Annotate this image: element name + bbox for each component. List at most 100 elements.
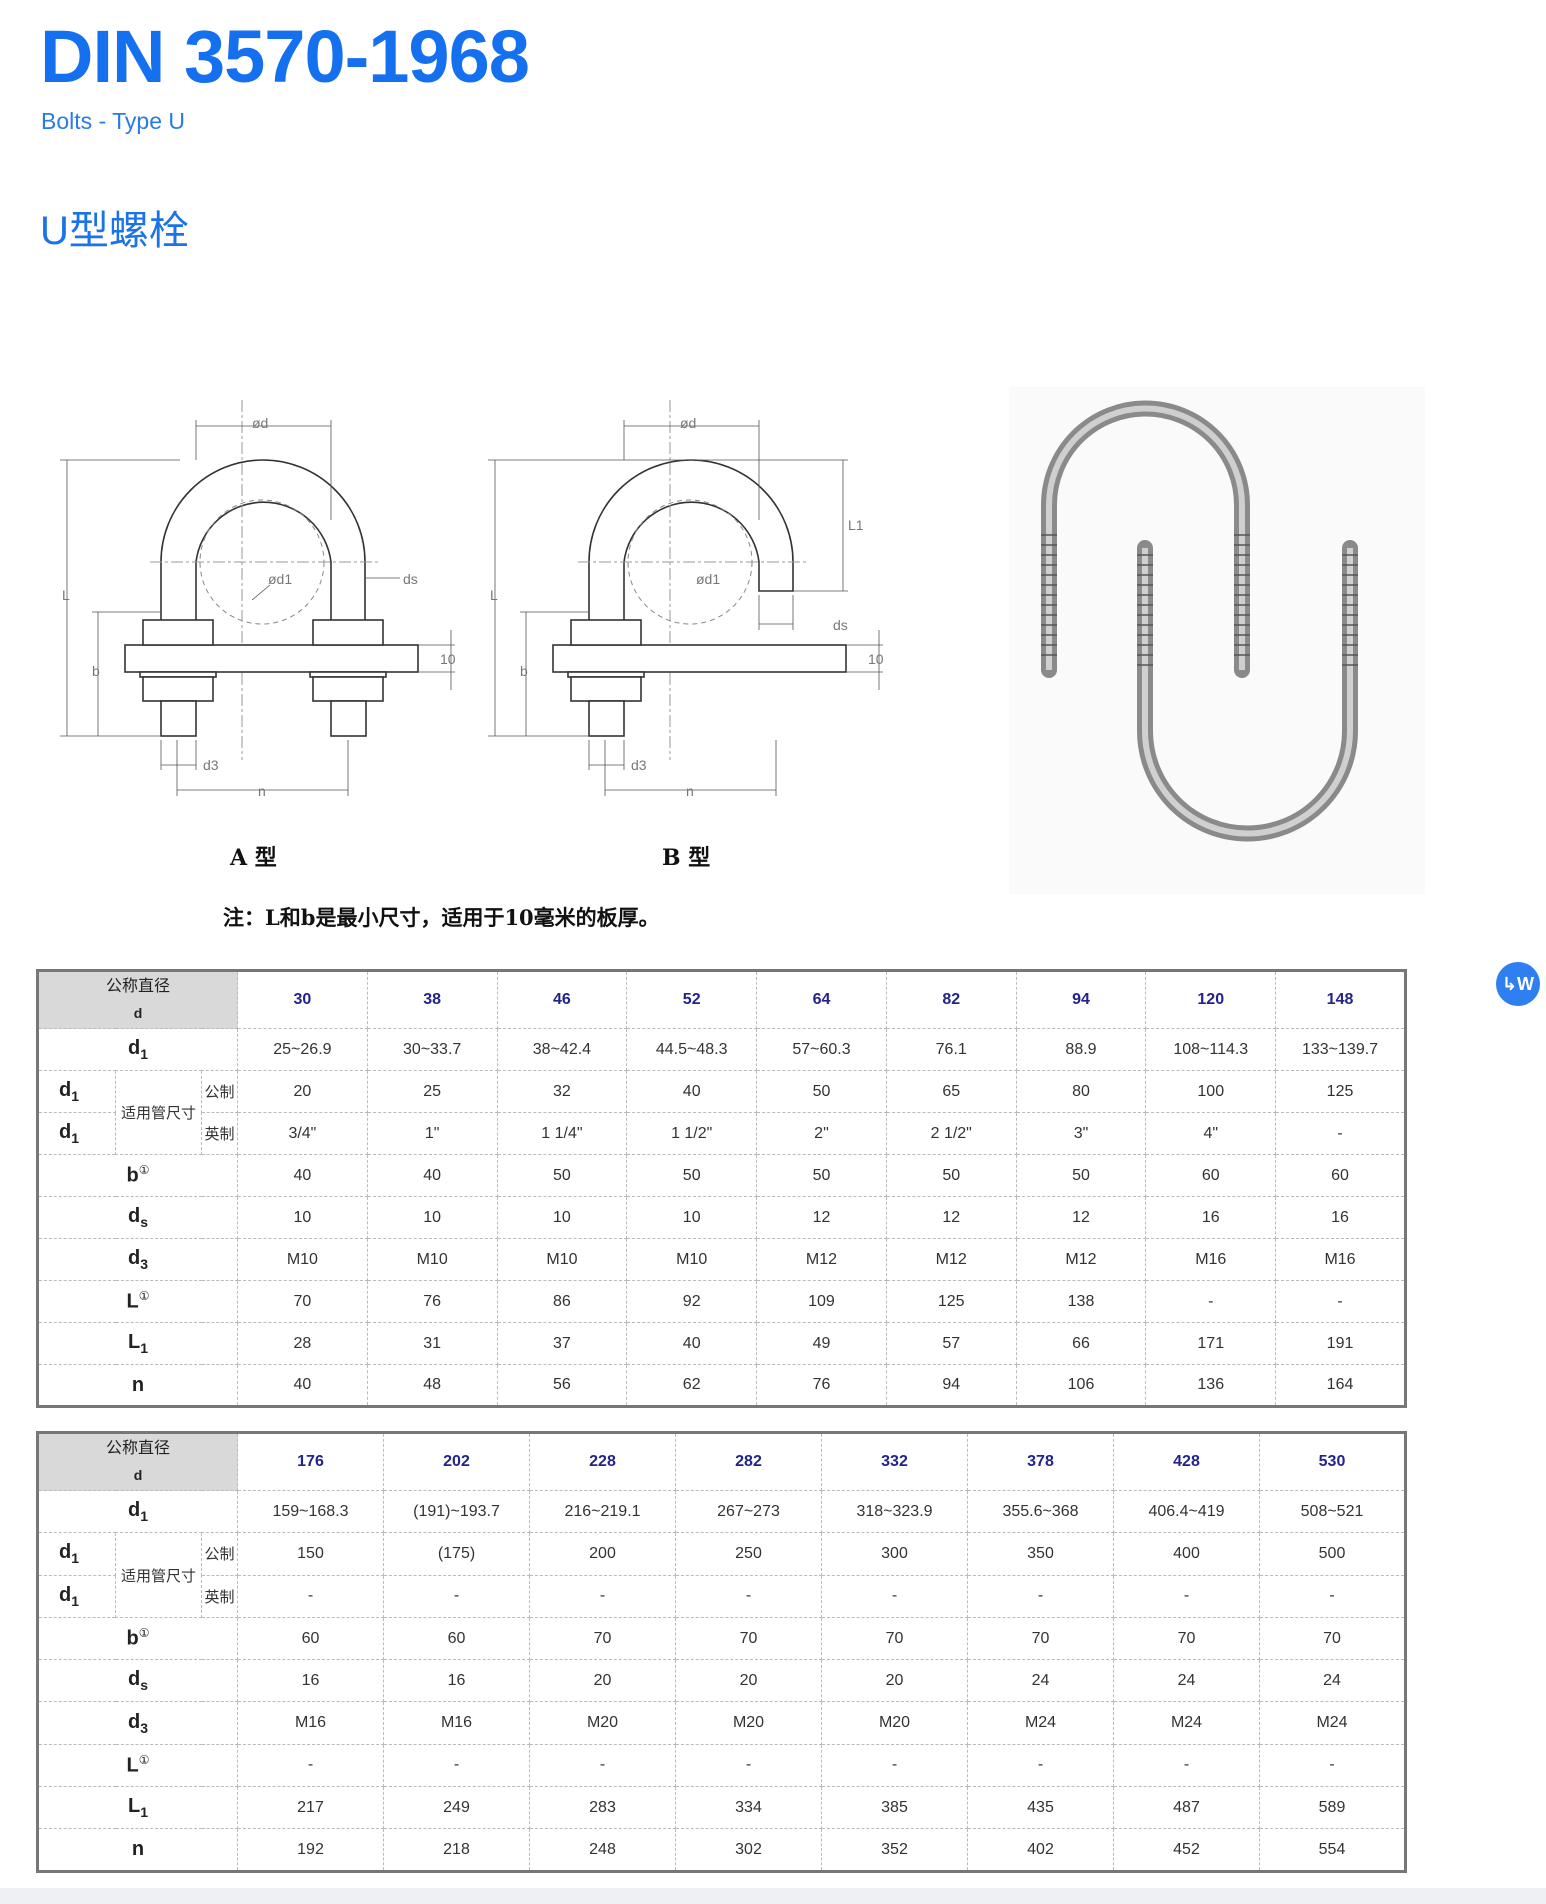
- type-b-drawing: ød ød1 ds L1 d3 n L b 10: [488, 400, 884, 799]
- horizontal-scrollbar[interactable]: [0, 1888, 1546, 1904]
- table-cell-d3: M12: [1015, 1238, 1147, 1281]
- table-cell-metric: 50: [756, 1070, 887, 1113]
- table-cell-imperial: 4": [1145, 1112, 1277, 1155]
- section-title: U型螺栓: [40, 209, 189, 253]
- table-cell-b: 50: [626, 1154, 758, 1197]
- table-cell-b: 40: [237, 1154, 368, 1197]
- table-cell-L: -: [675, 1743, 823, 1788]
- u-bolt-technical-drawing: ød ød1 ds d3 n L b 10 ød: [60, 400, 884, 799]
- table-cell-b: 40: [366, 1154, 498, 1197]
- page-title: DIN 3570-1968: [40, 15, 530, 98]
- pipe-size-label: 适用管尺寸: [115, 1532, 202, 1618]
- column-header: 530: [1259, 1432, 1407, 1491]
- column-header: 378: [967, 1432, 1115, 1491]
- drawing-label-n: n: [686, 783, 694, 799]
- table-cell-L1: 40: [626, 1322, 758, 1365]
- table-cell-d3: M10: [366, 1238, 498, 1281]
- table-cell-d1: 30~33.7: [366, 1028, 498, 1071]
- table-cell-L1: 334: [675, 1786, 823, 1830]
- table-cell-imperial: -: [1275, 1112, 1406, 1155]
- row-label-L: L①: [36, 1280, 239, 1323]
- drawing-label-d3: d3: [631, 757, 647, 773]
- row-label-d3: d3: [36, 1238, 239, 1281]
- column-header: 120: [1145, 970, 1277, 1029]
- table-cell-n: 218: [383, 1828, 531, 1872]
- table-cell-n: 554: [1259, 1828, 1407, 1872]
- table-cell-d1: 25~26.9: [237, 1028, 368, 1071]
- drawing-label-n: n: [258, 783, 266, 799]
- table-cell-d3: M16: [1275, 1238, 1406, 1281]
- table-cell-ds: 24: [1259, 1659, 1407, 1703]
- table-cell-d3: M24: [967, 1701, 1115, 1745]
- table-cell-metric: 250: [675, 1532, 823, 1576]
- column-header: 148: [1275, 970, 1406, 1029]
- table-cell-n: 164: [1275, 1364, 1406, 1407]
- row-label-ds: ds: [36, 1196, 239, 1239]
- table-cell-L: -: [383, 1743, 531, 1788]
- table-cell-imperial: 2": [756, 1112, 887, 1155]
- table-cell-ds: 24: [1113, 1659, 1261, 1703]
- table-cell-metric: 200: [529, 1532, 677, 1576]
- table-cell-L: 86: [496, 1280, 628, 1323]
- row-label-d1: d1: [37, 1070, 116, 1113]
- drawing-note: 注：L和b是最小尺寸，适用于10毫米的板厚。: [223, 905, 660, 930]
- column-header: 282: [675, 1432, 823, 1491]
- column-header: 52: [626, 970, 758, 1029]
- table-cell-imperial: -: [529, 1574, 677, 1618]
- table-cell-d3: M12: [885, 1238, 1017, 1281]
- column-header: 202: [383, 1432, 531, 1491]
- table-cell-imperial: 1 1/4": [496, 1112, 628, 1155]
- table-cell-imperial: -: [1259, 1574, 1407, 1618]
- row-label-L1: L1: [36, 1786, 239, 1830]
- table-cell-L1: 57: [885, 1322, 1017, 1365]
- table-cell-L: 125: [885, 1280, 1017, 1323]
- table-cell-L1: 31: [366, 1322, 498, 1365]
- table-cell-metric: 350: [967, 1532, 1115, 1576]
- table-cell-ds: 16: [383, 1659, 531, 1703]
- metric-label: 公制: [200, 1532, 239, 1576]
- drawing-label-thickness: 10: [868, 651, 884, 667]
- table-row-L: L①--------: [36, 1743, 1407, 1788]
- table-cell-n: 452: [1113, 1828, 1261, 1872]
- table-cell-b: 60: [383, 1616, 531, 1661]
- table-cell-n: 302: [675, 1828, 823, 1872]
- table-cell-L1: 191: [1275, 1322, 1406, 1365]
- column-header: 428: [1113, 1432, 1261, 1491]
- pipe-size-label: 适用管尺寸: [115, 1070, 202, 1155]
- table-cell-d3: M12: [756, 1238, 887, 1281]
- table-cell-L: 138: [1015, 1280, 1147, 1323]
- row-label-d3: d3: [36, 1701, 239, 1745]
- table-cell-imperial: -: [383, 1574, 531, 1618]
- table-cell-n: 62: [626, 1364, 758, 1407]
- u-bolt-photo: [1009, 387, 1425, 894]
- drawing-label-L: L: [490, 587, 498, 603]
- row-label-L: L①: [36, 1743, 239, 1788]
- column-header: 176: [237, 1432, 385, 1491]
- footnote-marker: ①: [138, 1753, 150, 1768]
- table-cell-b: 70: [967, 1616, 1115, 1661]
- table-cell-metric: 100: [1145, 1070, 1277, 1113]
- table-cell-b: 50: [885, 1154, 1017, 1197]
- drawing-label-ds: ds: [833, 617, 848, 633]
- table-cell-n: 40: [237, 1364, 368, 1407]
- table-cell-L: 76: [366, 1280, 498, 1323]
- drawing-label-d1: ød1: [268, 571, 292, 587]
- page-subtitle: Bolts - Type U: [41, 108, 186, 134]
- row-label-d1: d1: [37, 1574, 116, 1618]
- column-header: 38: [366, 970, 498, 1029]
- table-cell-L: 70: [237, 1280, 368, 1323]
- drawing-label-d3: d3: [203, 757, 219, 773]
- translate-document-button[interactable]: ↳W: [1496, 962, 1540, 1006]
- table-cell-ds: 16: [1275, 1196, 1406, 1239]
- table-cell-L: -: [967, 1743, 1115, 1788]
- imperial-label: 英制: [200, 1112, 239, 1155]
- table-cell-ds: 10: [496, 1196, 628, 1239]
- table-cell-L1: 37: [496, 1322, 628, 1365]
